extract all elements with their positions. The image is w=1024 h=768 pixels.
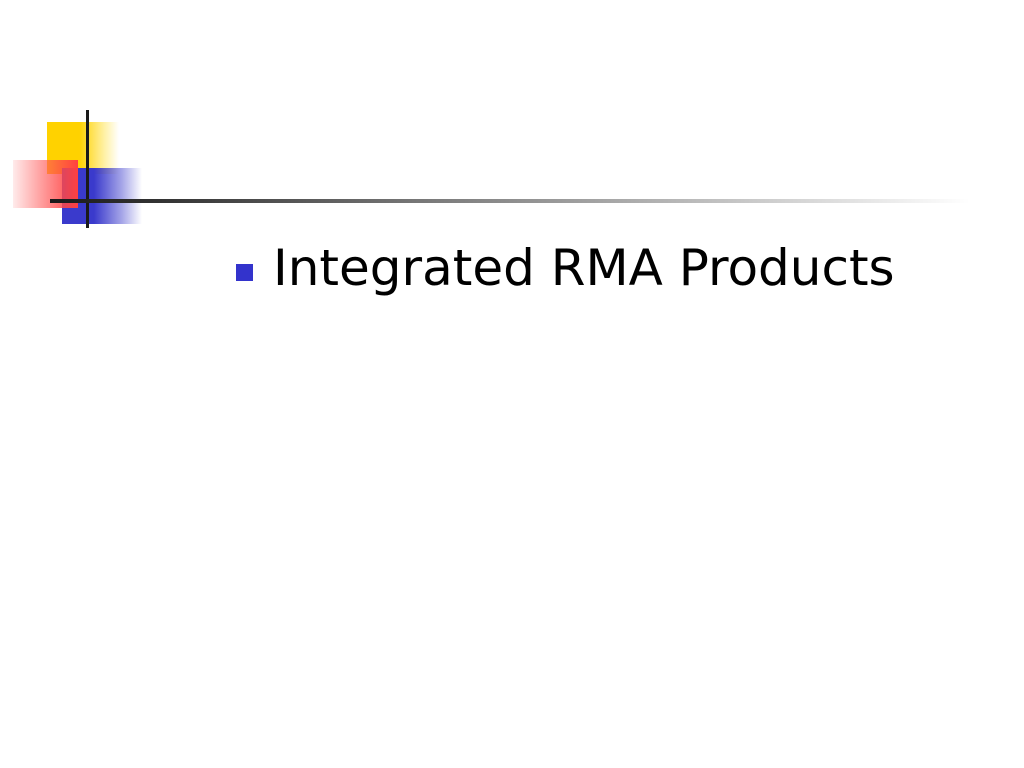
bullet-item: Integrated RMA Products <box>236 238 895 298</box>
bullet-text: Integrated RMA Products <box>273 239 895 297</box>
color-blocks-logo-icon <box>0 0 160 240</box>
square-bullet-icon <box>236 263 253 281</box>
vertical-rule <box>86 110 89 228</box>
horizontal-rule <box>50 199 970 203</box>
bullet-list: Integrated RMA Products <box>236 238 895 298</box>
